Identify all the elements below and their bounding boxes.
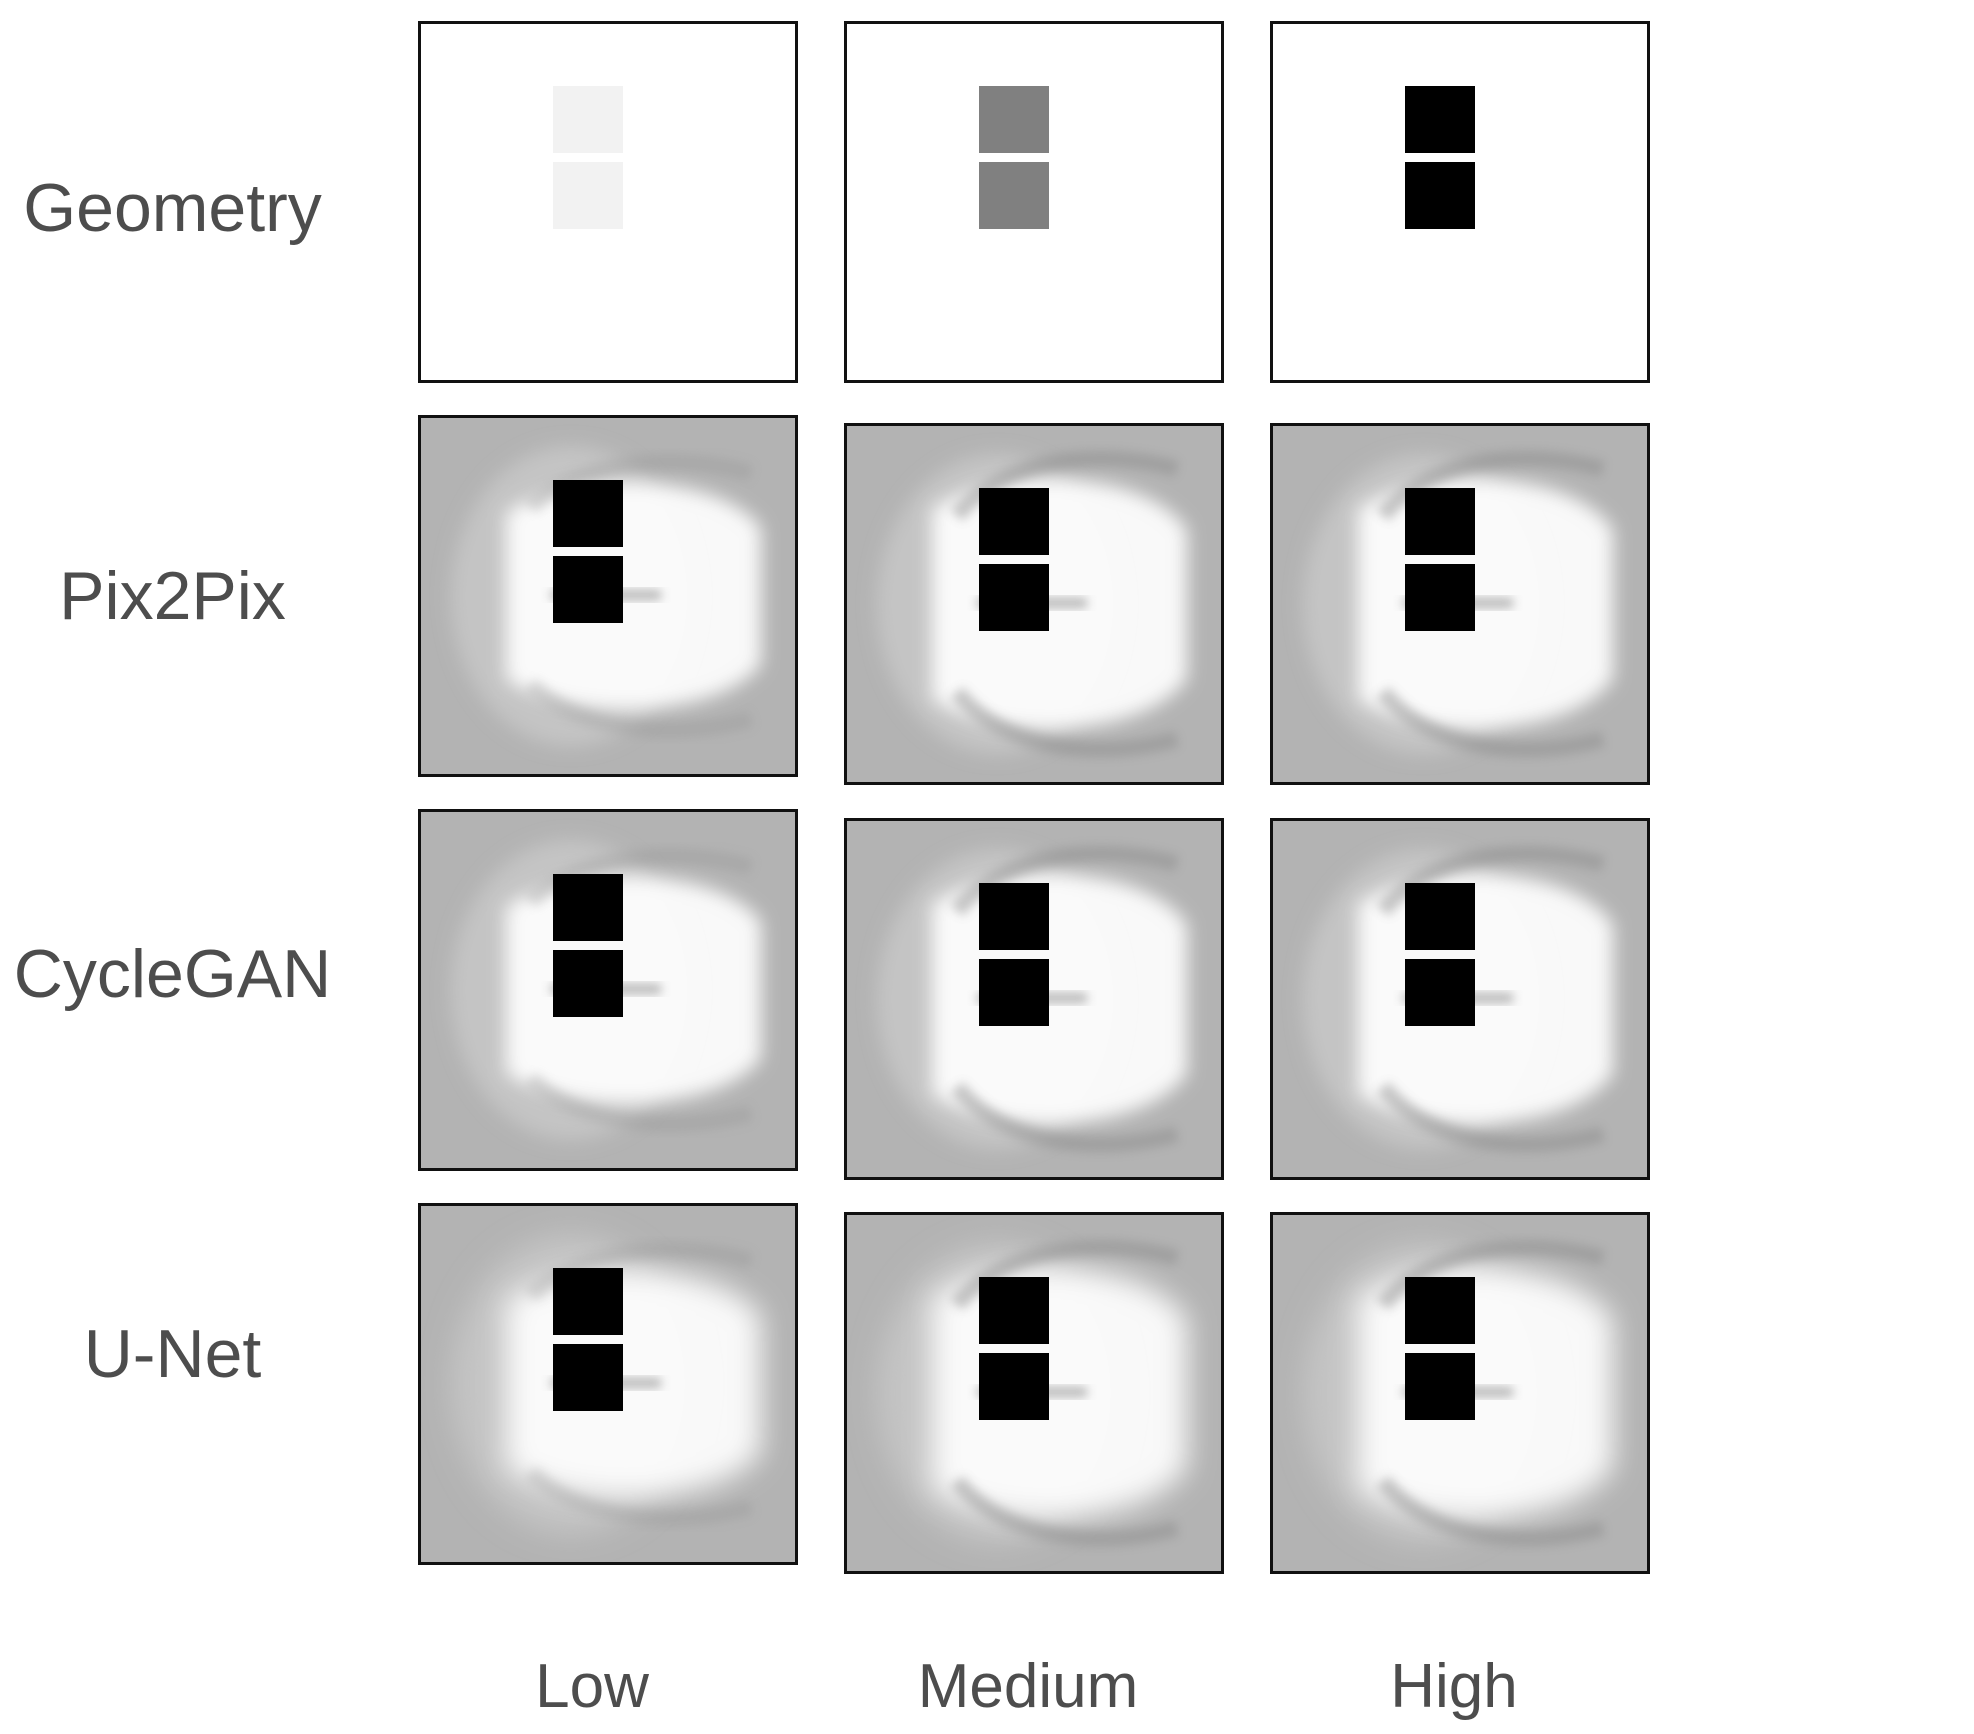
panel-unet-high [1270,1212,1650,1574]
obstacle-block-top [1405,883,1475,950]
panel-geometry-low [418,21,798,383]
panel-cyclegan-low [418,809,798,1171]
panel-image [421,812,795,1168]
obstacle-block-bottom [553,162,623,229]
panel-image [847,24,1221,380]
panel-geometry-medium [844,21,1224,383]
panel-cyclegan-high [1270,818,1650,1180]
panel-image [847,426,1221,782]
obstacle-block-bottom [553,950,623,1017]
shear-layer-bottom [525,1466,754,1526]
obstacle-block-top [553,480,623,547]
shear-layer-top [950,1239,1180,1311]
obstacle-block-bottom [979,1353,1049,1420]
panel-image [421,24,795,380]
shear-layer-bottom [950,1475,1180,1547]
obstacle-block-top [979,883,1049,950]
panel-unet-medium [844,1212,1224,1574]
panel-image [847,1215,1221,1571]
obstacle-block-top [979,488,1049,555]
obstacle-block-top [979,86,1049,153]
panel-image [1273,1215,1647,1571]
obstacle-block-top [1405,1277,1475,1344]
obstacle-block-bottom [979,564,1049,631]
row-label-unet: U-Net [83,1316,262,1392]
shear-layer-bottom [1376,686,1606,758]
shear-layer-bottom [525,678,754,738]
panel-image [421,1206,795,1562]
obstacle-block-bottom [1405,1353,1475,1420]
shear-layer-bottom [950,686,1180,758]
panel-image [1273,821,1647,1177]
row-label-cyclegan: CycleGAN [13,936,332,1012]
shear-layer-top [1376,845,1606,917]
obstacle-block-bottom [1405,564,1475,631]
panel-pix2pix-medium [844,423,1224,785]
shear-layer-top [525,848,754,908]
panel-image [847,821,1221,1177]
shear-layer-top [950,450,1180,522]
shear-layer-bottom [525,1072,754,1132]
shear-layer-bottom [1376,1081,1606,1153]
column-label-low: Low [535,1652,649,1721]
panel-geometry-high [1270,21,1650,383]
row-label-pix2pix: Pix2Pix [59,558,286,634]
column-label-medium: Medium [917,1652,1139,1721]
shear-layer-top [525,454,754,514]
obstacle-block-top [553,86,623,153]
obstacle-block-bottom [553,556,623,623]
shear-layer-top [1376,450,1606,522]
row-label-geometry: Geometry [23,170,322,246]
shear-layer-bottom [1376,1475,1606,1547]
obstacle-block-top [1405,488,1475,555]
shear-layer-bottom [950,1081,1180,1153]
obstacle-block-bottom [1405,959,1475,1026]
shear-layer-top [950,845,1180,917]
panel-pix2pix-high [1270,423,1650,785]
obstacle-block-bottom [979,162,1049,229]
obstacle-block-top [553,874,623,941]
obstacle-block-top [1405,86,1475,153]
panel-image [1273,24,1647,380]
obstacle-block-bottom [1405,162,1475,229]
shear-layer-top [1376,1239,1606,1311]
obstacle-block-bottom [979,959,1049,1026]
shear-layer-top [525,1242,754,1302]
panel-pix2pix-low [418,415,798,777]
panel-image [1273,426,1647,782]
panel-unet-low [418,1203,798,1565]
panel-cyclegan-medium [844,818,1224,1180]
obstacle-block-top [553,1268,623,1335]
column-label-high: High [1390,1652,1518,1721]
obstacle-block-bottom [553,1344,623,1411]
panel-image [421,418,795,774]
obstacle-block-top [979,1277,1049,1344]
